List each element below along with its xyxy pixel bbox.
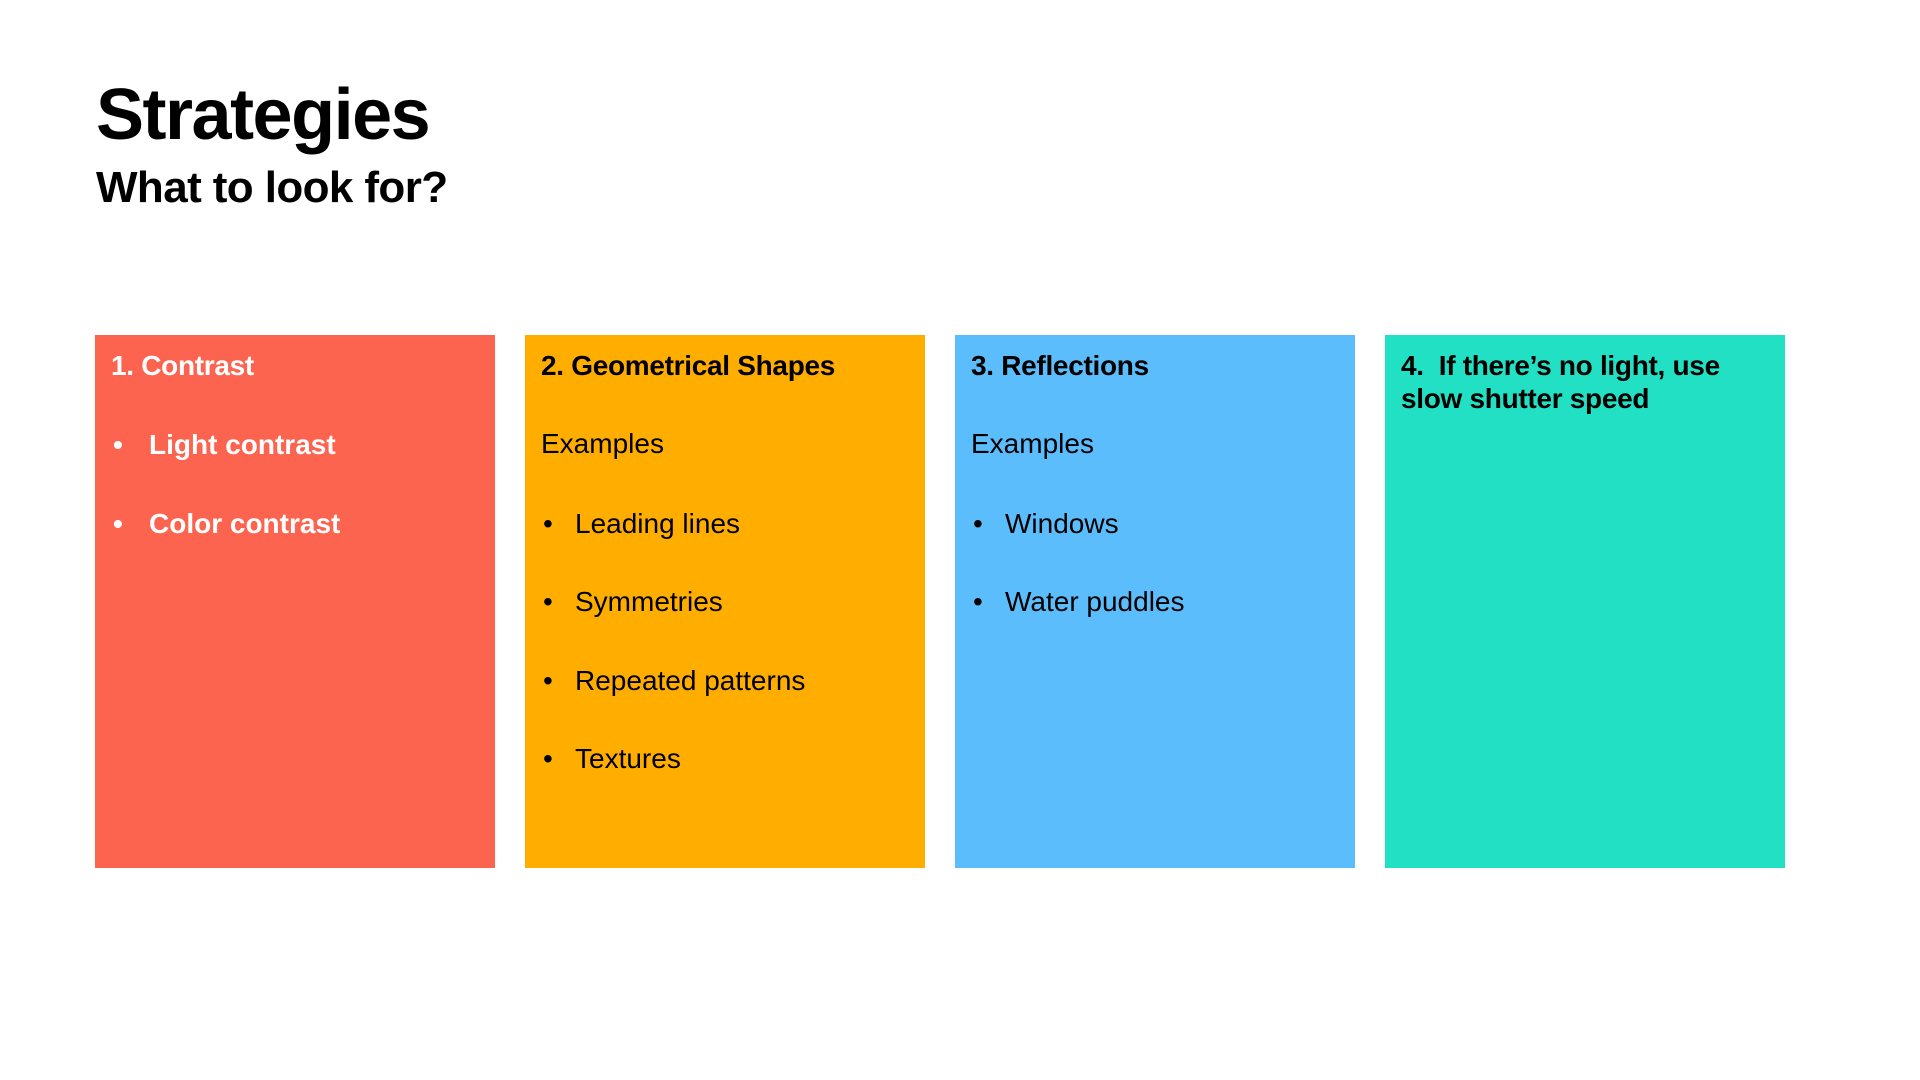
- list-item-label: Textures: [575, 743, 681, 775]
- list-item-label: Leading lines: [575, 507, 741, 539]
- list-item-label: Color contrast: [149, 507, 341, 539]
- list-item: • Textures: [541, 742, 909, 776]
- list-item: • Color contrast: [111, 507, 479, 541]
- card-sublabel: Examples: [971, 428, 1094, 460]
- card-bullet-list: • Windows • Water puddles: [971, 507, 1339, 619]
- card-heading: 2. Geometrical Shapes: [541, 350, 836, 381]
- list-item-label: Water puddles: [1005, 586, 1185, 618]
- strategy-card-slow-shutter-speed[interactable]: 4. If there’s no light, use slow shutter…: [1385, 335, 1785, 868]
- page-title: Strategies: [96, 75, 431, 155]
- bullet-dot-icon: •: [543, 743, 553, 775]
- list-item: • Water puddles: [971, 585, 1339, 619]
- bullet-dot-icon: •: [543, 586, 553, 618]
- list-item: • Repeated patterns: [541, 664, 909, 698]
- bullet-dot-icon: •: [543, 507, 553, 539]
- bullet-dot-icon: •: [113, 507, 123, 539]
- card-heading: 1. Contrast: [111, 350, 254, 381]
- strategy-card-geometrical-shapes[interactable]: 2. Geometrical Shapes Examples • Leading…: [525, 335, 925, 868]
- list-item: • Leading lines: [541, 507, 909, 541]
- strategy-card-contrast[interactable]: 1. Contrast • Light contrast • Color con…: [95, 335, 495, 868]
- bullet-dot-icon: •: [113, 429, 123, 461]
- card-bullet-list: • Leading lines • Symmetries • Repeated …: [541, 507, 909, 776]
- list-item: • Symmetries: [541, 585, 909, 619]
- strategy-card-reflections[interactable]: 3. Reflections Examples • Windows • Wate…: [955, 335, 1355, 868]
- list-item: • Windows: [971, 507, 1339, 541]
- slide-header: Strategies What to look for?: [96, 78, 1296, 212]
- card-bullet-list: • Light contrast • Color contrast: [111, 428, 479, 540]
- card-heading: 3. Reflections: [971, 350, 1149, 381]
- card-heading: 4. If there’s no light, use slow shutter…: [1401, 350, 1728, 415]
- list-item: • Light contrast: [111, 428, 479, 462]
- bullet-dot-icon: •: [543, 664, 553, 696]
- bullet-dot-icon: •: [973, 507, 983, 539]
- bullet-dot-icon: •: [973, 586, 983, 618]
- list-item-label: Windows: [1005, 507, 1119, 539]
- strategy-card-row: 1. Contrast • Light contrast • Color con…: [95, 335, 1795, 868]
- card-sublabel: Examples: [541, 428, 664, 460]
- page-subtitle: What to look for?: [96, 162, 448, 212]
- list-item-label: Symmetries: [575, 586, 723, 618]
- list-item-label: Light contrast: [149, 429, 336, 461]
- list-item-label: Repeated patterns: [575, 664, 806, 696]
